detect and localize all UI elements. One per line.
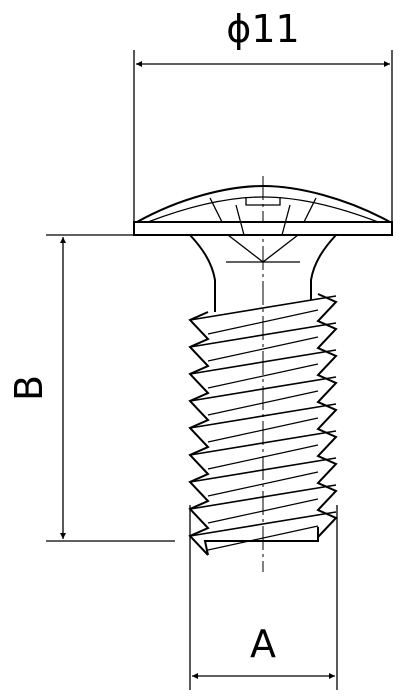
thread-dimension: A	[189, 505, 338, 690]
thread-root-line	[207, 309, 319, 335]
thread-root-line	[207, 363, 319, 389]
thread-flank-right	[316, 293, 338, 538]
thread-flank-left	[188, 311, 210, 556]
screw-head	[133, 184, 393, 263]
thread-crest-line	[189, 349, 337, 375]
thread-root-line	[207, 336, 319, 362]
length-dimension: B	[7, 234, 190, 542]
thread-crest-line	[189, 322, 337, 348]
recess-line-right-1	[303, 197, 317, 223]
length-label: B	[7, 375, 51, 401]
thread-root-line	[207, 390, 319, 416]
head-diameter-dimension: ϕ11	[133, 7, 393, 222]
thread-crest-line	[189, 457, 337, 483]
thread-root-line	[207, 444, 319, 470]
thread-crest-line	[189, 295, 337, 321]
thread-label: A	[250, 622, 276, 666]
recess-line-left-1	[209, 197, 223, 223]
recess-line-left-2	[235, 204, 245, 236]
threaded-shank	[188, 293, 338, 556]
thread-root-line	[207, 417, 319, 443]
screw-tip	[203, 527, 319, 556]
recess-line-right-2	[281, 204, 291, 236]
head-diameter-label: ϕ11	[226, 7, 299, 51]
neck-right	[310, 234, 337, 300]
head-dome	[136, 184, 391, 223]
thread-root-line	[207, 525, 319, 551]
screw-neck	[189, 234, 337, 312]
head-inner-arc	[147, 196, 379, 223]
thread-crest-line	[189, 403, 337, 429]
thread-crest-line	[189, 511, 337, 537]
recess-slot	[245, 197, 281, 206]
thread-root-line	[207, 498, 319, 524]
thread-root-line	[207, 471, 319, 497]
thread-crest-line	[189, 376, 337, 402]
head-base	[133, 221, 393, 236]
thread-crest-line	[189, 430, 337, 456]
thread-crest-line	[189, 484, 337, 510]
neck-left	[189, 234, 216, 312]
